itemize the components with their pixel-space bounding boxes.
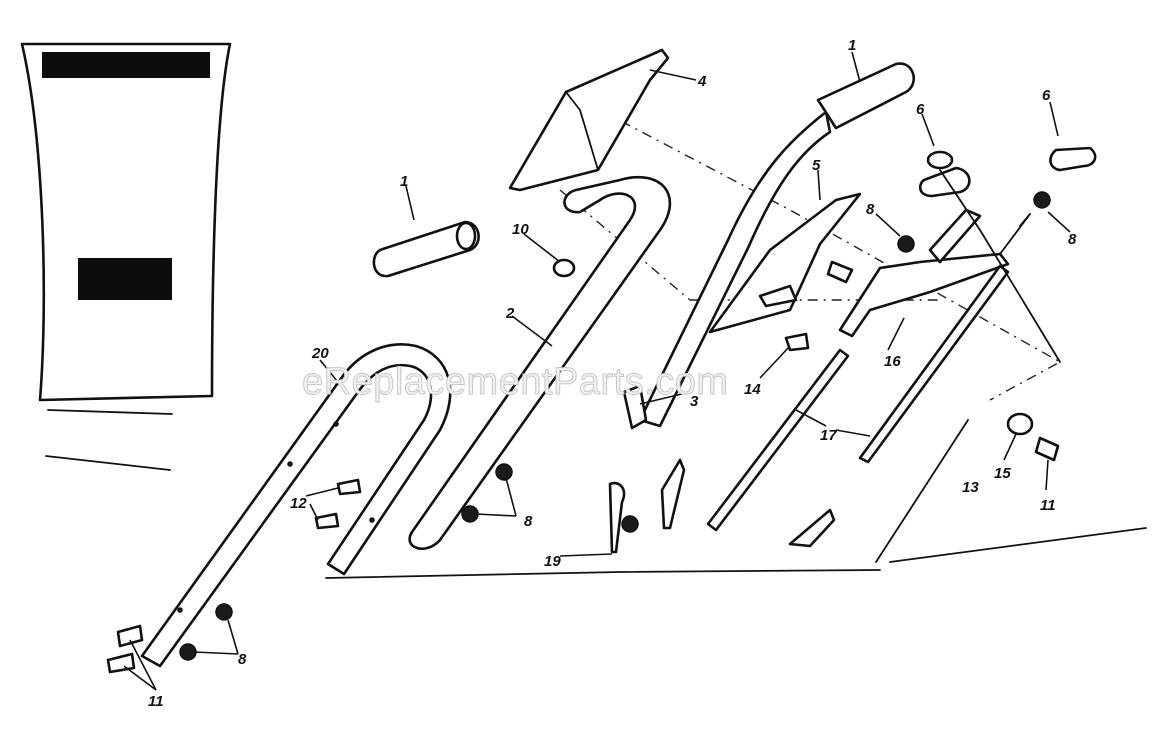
part-6-wing-nut-left <box>918 150 971 198</box>
callout-4: 4 <box>697 73 707 90</box>
callout-14: 14 <box>744 381 761 398</box>
part-5-switch-plate <box>708 192 862 334</box>
redacted-block-top <box>42 52 210 78</box>
leader-lines <box>123 51 1071 691</box>
callout-5: 5 <box>812 157 821 174</box>
assembly-centerline-2 <box>559 189 940 301</box>
part-1-upper-handle <box>638 62 916 428</box>
callout-15: 15 <box>994 465 1011 482</box>
callout-20: 20 <box>311 345 329 362</box>
callout-13: 13 <box>962 479 979 496</box>
callout-2: 2 <box>505 305 515 322</box>
callout-11-lower: 11 <box>148 693 164 710</box>
callout-19: 19 <box>544 553 561 570</box>
callout-1-upper: 1 <box>848 37 856 54</box>
callout-17: 17 <box>820 427 837 444</box>
callout-12: 12 <box>290 495 307 512</box>
callout-8-middle: 8 <box>524 513 533 530</box>
callout-8-upper-left: 8 <box>866 201 875 218</box>
part-20-lower-handle <box>140 343 452 668</box>
callout-3: 3 <box>690 393 699 410</box>
hardware-bolts-nuts <box>106 191 1060 674</box>
part-17-control-rods <box>706 213 1031 532</box>
callout-labels: 1 1 2 3 4 5 6 6 8 8 8 8 10 11 11 12 13 1… <box>148 37 1077 710</box>
base-outline <box>325 169 1147 579</box>
callout-16: 16 <box>884 353 901 370</box>
callout-11-right: 11 <box>1040 497 1056 514</box>
callout-8-upper-right: 8 <box>1068 231 1077 248</box>
part-4-bracket-plate <box>508 48 670 192</box>
callout-10: 10 <box>512 221 529 238</box>
callout-1-grip: 1 <box>400 173 408 190</box>
part-2-handle-tube <box>408 175 672 550</box>
redacted-block-middle <box>78 258 172 300</box>
label-card <box>20 42 232 471</box>
part-1-hand-grip <box>372 220 480 278</box>
callout-8-lower: 8 <box>238 651 247 668</box>
callout-6-right: 6 <box>1042 87 1051 104</box>
callout-6-left: 6 <box>916 101 925 118</box>
watermark-text: eReplacementParts.com <box>302 361 729 403</box>
part-6-wing-nut-right <box>1049 146 1097 172</box>
